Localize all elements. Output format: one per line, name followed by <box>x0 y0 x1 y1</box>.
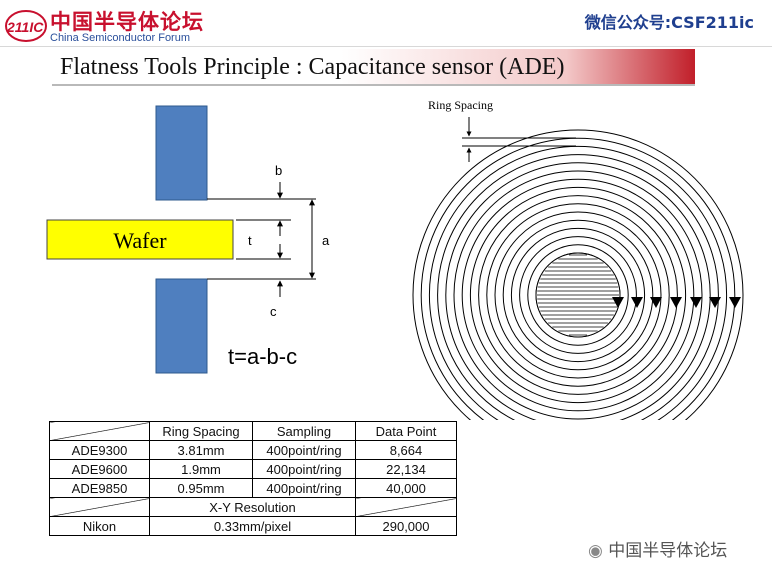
scan-ring <box>437 154 719 420</box>
ring-spacing-label: Ring Spacing <box>428 98 493 112</box>
data-point-cell: 40,000 <box>355 478 457 498</box>
scan-ring <box>469 186 687 404</box>
model-cell: ADE9600 <box>49 459 150 479</box>
label-b: b <box>275 163 282 178</box>
scan-ring <box>494 211 662 379</box>
scan-start-arrow-icon <box>729 297 741 308</box>
ade-spec-table: Ring Spacing Sampling Data Point ADE9300… <box>49 421 457 536</box>
wechat-icon: ◉ <box>588 541 603 561</box>
slide-title: Flatness Tools Principle : Capacitance s… <box>60 54 565 80</box>
ring-spacing-cell: 3.81mm <box>149 440 253 460</box>
wechat-account-id: 微信公众号:CSF211ic <box>584 13 754 32</box>
ring-spacing-cell: 0.95mm <box>149 478 253 498</box>
sampling-cell: 400point/ring <box>252 478 356 498</box>
scan-start-arrow-icon <box>650 297 662 308</box>
scan-ring <box>519 236 637 354</box>
scan-ring <box>445 162 711 420</box>
header-ring-spacing: Ring Spacing <box>149 421 253 441</box>
upper-electrode <box>155 105 208 201</box>
scan-ring <box>461 178 695 412</box>
resolution-cell: 0.33mm/pixel <box>149 516 356 536</box>
ring-scan-diagram: Ring Spacing <box>412 98 744 420</box>
header-divider <box>0 46 772 47</box>
xy-corner-cell <box>49 497 150 517</box>
scan-rings <box>412 129 744 420</box>
sampling-cell: 400point/ring <box>252 440 356 460</box>
logo-mark-text: 211IC <box>6 19 44 35</box>
scan-ring <box>502 219 654 371</box>
table-row: ADE9850 0.95mm 400point/ring 40,000 <box>49 478 457 498</box>
data-point-cell: 8,664 <box>355 440 457 460</box>
xy-resolution-header: X-Y Resolution <box>149 497 356 517</box>
wafer-block <box>46 219 234 260</box>
forum-logo-mark: 211IC <box>5 10 47 42</box>
model-cell: ADE9850 <box>49 478 150 498</box>
scan-ring <box>428 145 728 420</box>
wafer-label: Wafer <box>113 228 167 253</box>
scan-start-arrows <box>612 297 741 308</box>
model-cell: ADE9300 <box>49 440 150 460</box>
scan-ring <box>453 170 703 420</box>
thickness-formula: t=a-b-c <box>228 344 297 369</box>
label-c: c <box>270 304 277 319</box>
scan-ring <box>486 203 670 387</box>
scan-ring <box>420 137 736 420</box>
ring-spacing-cell: 1.9mm <box>149 459 253 479</box>
model-cell: Nikon <box>49 516 150 536</box>
title-banner <box>52 49 695 84</box>
scan-start-arrow-icon <box>631 297 643 308</box>
data-point-cell: 22,134 <box>355 459 457 479</box>
scan-ring <box>510 227 646 363</box>
capacitance-sensor-diagram: Wafer b t a c t=a-b-c <box>46 105 330 374</box>
inner-hatched-disk <box>535 252 621 338</box>
title-underline <box>52 84 695 86</box>
logo-ring-icon <box>5 10 47 42</box>
scan-ring <box>478 195 678 395</box>
wechat-watermark: ◉ 中国半导体论坛 <box>588 536 727 561</box>
scan-start-arrow-icon <box>670 297 682 308</box>
table-row: ADE9600 1.9mm 400point/ring 22,134 <box>49 459 457 479</box>
forum-name-cn: 中国半导体论坛 <box>50 10 204 34</box>
scan-ring <box>412 129 744 420</box>
xy-resolution-header-row: X-Y Resolution <box>49 497 457 517</box>
label-a: a <box>322 233 330 248</box>
table-row: ADE9300 3.81mm 400point/ring 8,664 <box>49 440 457 460</box>
scan-start-arrow-icon <box>690 297 702 308</box>
table-header-row: Ring Spacing Sampling Data Point <box>49 421 457 441</box>
table-row: Nikon 0.33mm/pixel 290,000 <box>49 516 457 536</box>
header-data-point: Data Point <box>355 421 457 441</box>
data-point-cell: 290,000 <box>355 516 457 536</box>
scan-start-arrow-icon <box>612 297 624 308</box>
forum-name-en: China Semiconductor Forum <box>50 32 191 44</box>
header-sampling: Sampling <box>252 421 356 441</box>
lower-electrode <box>155 278 208 374</box>
label-t: t <box>248 233 252 248</box>
scan-ring <box>527 244 629 346</box>
sampling-cell: 400point/ring <box>252 459 356 479</box>
table-corner-cell <box>49 421 150 441</box>
watermark-text: 中国半导体论坛 <box>608 541 728 561</box>
scan-start-arrow-icon <box>709 297 721 308</box>
xy-empty-cell <box>355 497 457 517</box>
